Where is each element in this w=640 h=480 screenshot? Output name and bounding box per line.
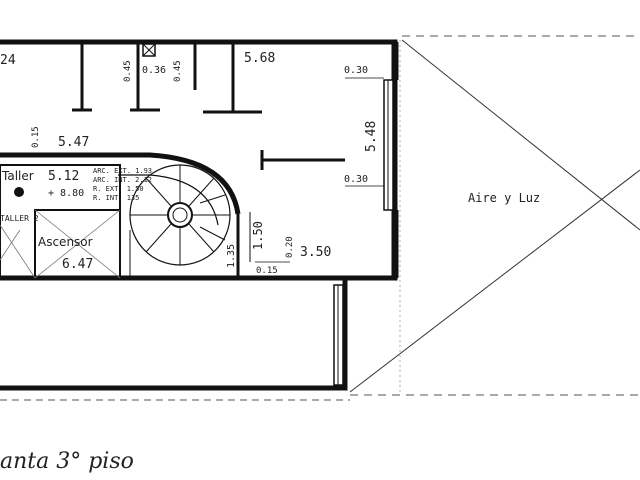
label-bath-top-left: 0.45 bbox=[123, 60, 133, 82]
label-elevator-area: 6.47 bbox=[62, 257, 93, 272]
label-room-right-area: 5.68 bbox=[244, 51, 275, 66]
void-diagonal-1 bbox=[401, 39, 640, 231]
label-top-left-fragment: 24 bbox=[0, 53, 16, 68]
label-bath-center: 0.36 bbox=[142, 65, 166, 76]
void-diagonal-2 bbox=[349, 169, 640, 393]
spiral-stair bbox=[129, 164, 231, 266]
label-dim-020: 0.20 bbox=[285, 236, 295, 258]
elevator-x-2 bbox=[34, 209, 121, 279]
label-left-area: 5.47 bbox=[58, 135, 89, 150]
stair-note-2: ARC. INT. 2.12 bbox=[93, 176, 152, 184]
hatch-1 bbox=[0, 224, 36, 279]
label-right-height: 5.48 bbox=[364, 121, 379, 152]
label-right-dim-mid: 0.30 bbox=[344, 174, 368, 185]
stair-note-1: ARC. EXT. 1.93 bbox=[93, 167, 152, 175]
label-stair-dim: 1.35 bbox=[226, 244, 237, 268]
stair-note-3: R. EXT. 1.50 bbox=[93, 185, 144, 193]
duct-x-2 bbox=[142, 43, 156, 57]
label-taller-area: 5.12 bbox=[48, 169, 79, 184]
hatch-2 bbox=[0, 229, 21, 261]
outer-wall-upper bbox=[0, 39, 398, 281]
elevator-shaft bbox=[34, 209, 121, 279]
stair-curved-wall bbox=[0, 152, 241, 215]
label-taller-level: + 8.80 bbox=[48, 188, 84, 199]
label-taller2: TALLER 2 bbox=[0, 214, 39, 223]
label-right-dim-top: 0.30 bbox=[344, 65, 368, 76]
lower-room-wall bbox=[0, 278, 348, 391]
label-dim-150: 1.50 bbox=[251, 221, 265, 250]
label-bath-top-right: 0.45 bbox=[173, 60, 183, 82]
marker-dot bbox=[14, 187, 24, 197]
stair-note-4: R. INT. 135 bbox=[93, 194, 139, 202]
plan-title: anta 3° piso bbox=[0, 449, 134, 474]
label-left-dim: 0.15 bbox=[31, 126, 41, 148]
label-taller: Taller bbox=[1, 169, 34, 183]
label-dim-015b: 0.15 bbox=[256, 266, 278, 276]
label-elevator: Ascensor bbox=[38, 235, 93, 249]
label-small-room-area: 3.50 bbox=[300, 245, 331, 260]
label-void: Aire y Luz bbox=[468, 191, 540, 205]
